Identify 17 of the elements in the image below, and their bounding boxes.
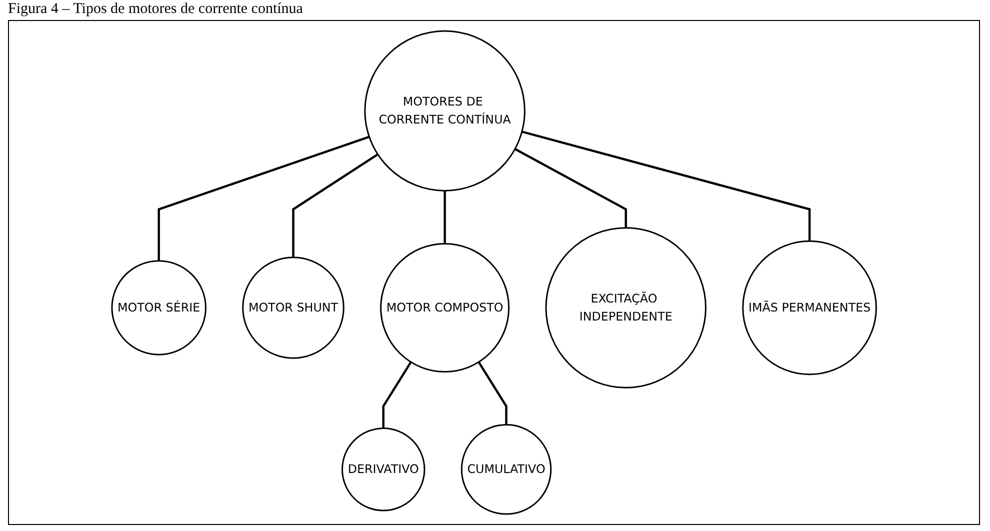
diagram-frame: MOTORES DE CORRENTE CONTÍNUA MOTOR SÉRIE MOTOR SHUNT MOTOR COMPOSTO EXCITAÇÃO INDEPENDENTE IMÃS PERMANENTES DERIVATIVO CUMULATIVO [8,20,980,525]
connector [514,148,627,228]
connector [444,190,446,244]
node-circle [341,428,426,512]
node-circle [380,242,510,372]
connector [158,136,370,261]
figure-title: Figura 4 – Tipos de motores de corrente contínua [8,0,303,18]
connector [478,361,508,425]
connector [382,361,412,428]
node-circle [111,260,206,356]
node-circle [460,424,552,515]
node-circle [742,240,877,376]
connector [522,130,811,242]
node-circle [545,227,706,388]
node-circle [242,256,344,359]
node-circle [364,30,526,192]
connector [292,153,378,258]
